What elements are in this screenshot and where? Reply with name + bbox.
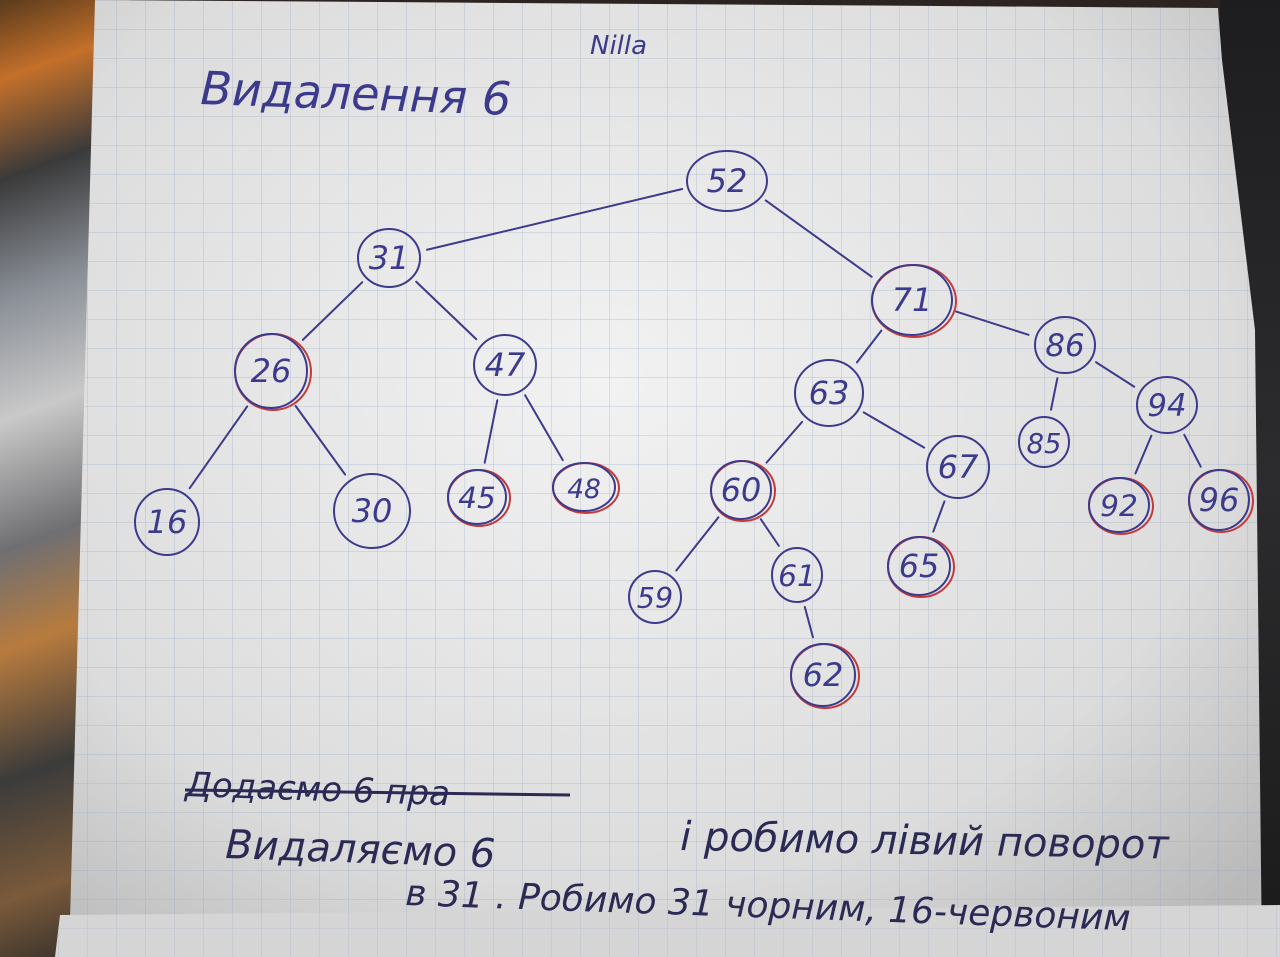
edge-63-67 <box>862 411 926 449</box>
node-85: 85 <box>1018 416 1070 468</box>
node-16-circle <box>134 488 200 556</box>
node-94: 94 <box>1136 376 1198 434</box>
node-71: 71 <box>871 264 957 338</box>
node-16-label: 16 <box>147 503 188 541</box>
node-26: 26 <box>234 333 312 411</box>
node-92-label: 92 <box>1100 489 1138 524</box>
node-62: 62 <box>790 643 860 709</box>
edge-31-26 <box>301 281 364 341</box>
node-67: 67 <box>926 435 990 499</box>
node-62-label: 62 <box>803 656 844 694</box>
edge-86-85 <box>1049 377 1059 411</box>
edge-47-48 <box>524 394 564 462</box>
node-65: 65 <box>887 536 955 598</box>
node-94-circle <box>1136 376 1198 434</box>
edge-26-30 <box>294 404 347 476</box>
node-61: 61 <box>771 547 823 603</box>
tree-nodes: 52 31 71 26 47 86 63 94 85 16 30 45 48 60 67 92 96 59 61 65… <box>134 150 1254 709</box>
node-62-circle <box>790 643 856 707</box>
edge-86-94 <box>1095 361 1136 388</box>
edge-60-61 <box>759 518 780 547</box>
node-85-label: 85 <box>1027 428 1062 460</box>
edge-52-71 <box>764 199 873 278</box>
node-48-label: 48 <box>567 474 601 505</box>
node-31-circle <box>357 228 421 288</box>
top-scribble: Nilla <box>590 31 647 61</box>
node-30-circle <box>333 473 411 549</box>
node-96-circle <box>1188 469 1250 531</box>
node-94-label: 94 <box>1147 388 1186 424</box>
node-45: 45 <box>447 469 511 527</box>
node-67-circle <box>926 435 990 499</box>
node-61-circle <box>771 547 823 603</box>
node-26-circle <box>234 333 308 409</box>
node-60: 60 <box>710 460 776 522</box>
edge-60-59 <box>675 516 720 572</box>
node-52-circle <box>686 150 768 212</box>
edge-26-16 <box>188 405 249 490</box>
node-63: 63 <box>794 359 864 427</box>
node-16: 16 <box>134 488 200 556</box>
node-63-circle <box>794 359 864 427</box>
node-47: 47 <box>473 334 537 396</box>
node-60-label: 60 <box>721 471 762 509</box>
node-67-label: 67 <box>938 448 979 486</box>
node-86: 86 <box>1034 316 1096 374</box>
node-96: 96 <box>1188 469 1254 533</box>
node-65-label: 65 <box>899 547 940 585</box>
node-52-label: 52 <box>707 162 748 200</box>
note-line-2-left: Видаляємо 6 <box>225 822 496 877</box>
node-92-circle <box>1088 477 1150 533</box>
node-59-label: 59 <box>637 581 673 615</box>
edge-63-60 <box>765 420 804 464</box>
edge-71-63 <box>855 329 883 364</box>
node-31-label: 31 <box>369 239 410 277</box>
node-92: 92 <box>1088 477 1154 535</box>
edge-94-96 <box>1183 433 1202 468</box>
edge-61-62 <box>803 605 814 639</box>
edge-52-31 <box>426 187 684 251</box>
node-86-circle <box>1034 316 1096 374</box>
note-line-2-right: і робимо лівий поворот <box>680 814 1171 869</box>
node-45-label: 45 <box>458 481 496 516</box>
tree-edges <box>188 187 1202 639</box>
node-71-circle <box>871 264 953 336</box>
edge-94-92 <box>1134 434 1153 475</box>
edge-71-86 <box>955 310 1030 336</box>
node-59-circle <box>628 570 682 624</box>
node-26-label: 26 <box>251 352 292 390</box>
edge-67-65 <box>932 500 946 533</box>
edge-47-45 <box>483 399 499 464</box>
node-47-circle <box>473 334 537 396</box>
node-60-circle <box>710 460 772 520</box>
heading-title: Видалення 6 <box>200 61 513 126</box>
node-47-label: 47 <box>485 346 526 384</box>
node-85-circle <box>1018 416 1070 468</box>
node-61-label: 61 <box>778 559 816 594</box>
node-52: 52 <box>686 150 768 212</box>
node-71-label: 71 <box>892 281 933 319</box>
node-48: 48 <box>552 462 620 514</box>
node-31: 31 <box>357 228 421 288</box>
node-48-circle <box>552 462 616 512</box>
node-63-label: 63 <box>809 374 850 412</box>
node-30-label: 30 <box>352 492 393 530</box>
node-65-circle <box>887 536 951 596</box>
note-strikethrough <box>184 788 571 797</box>
node-30: 30 <box>333 473 411 549</box>
node-86-label: 86 <box>1045 328 1084 364</box>
node-59: 59 <box>628 570 682 624</box>
node-45-circle <box>447 469 507 525</box>
edge-31-47 <box>415 280 478 341</box>
node-96-label: 96 <box>1199 481 1240 519</box>
